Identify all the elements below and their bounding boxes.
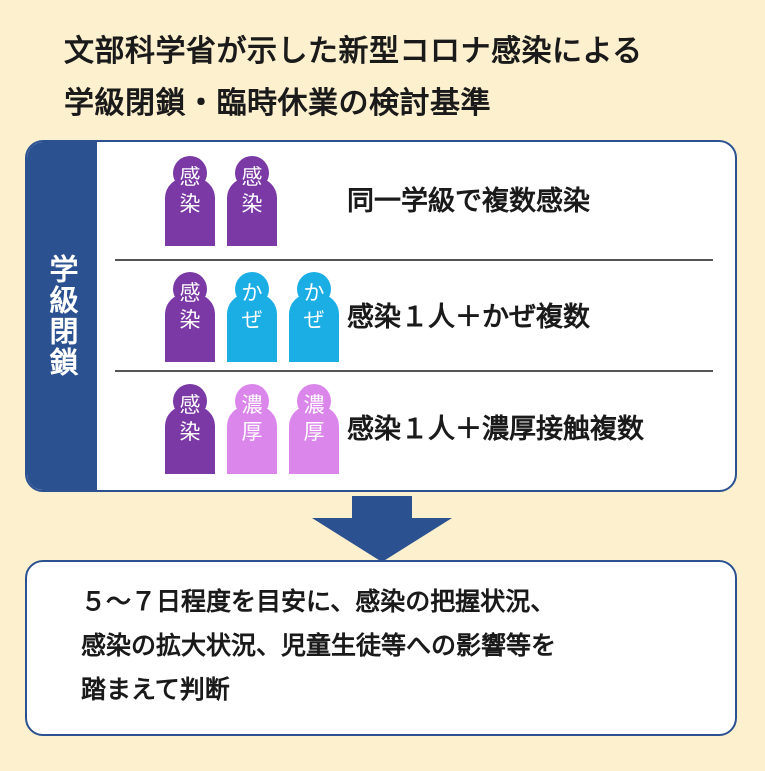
figure-label: か ぜ	[241, 281, 263, 332]
result-box: ５～７日程度を目安に、感染の把握状況、 感染の拡大状況、児童生徒等への影響等を …	[25, 560, 737, 736]
figure-label: 感 染	[179, 281, 201, 332]
person-icon-infected: 感 染	[227, 156, 277, 246]
result-line-2: 感染の拡大状況、児童生徒等への影響等を	[81, 631, 557, 660]
title-line-1: 文部科学省が示した新型コロナ感染による	[64, 34, 643, 69]
person-icon-close-contact: 濃 厚	[289, 384, 339, 474]
person-icon-infected: 感 染	[165, 384, 215, 474]
title: 文部科学省が示した新型コロナ感染による 学級閉鎖・臨時休業の検討基準	[64, 26, 724, 130]
row-divider	[115, 259, 713, 261]
person-icon-cold: か ぜ	[289, 272, 339, 362]
result-line-3: 踏まえて判断	[81, 675, 230, 704]
side-band: 学級閉鎖	[27, 142, 97, 490]
criteria-row-3: 感 染 濃 厚 濃 厚 感染１人＋濃厚接触複数	[97, 372, 715, 480]
person-icon-infected: 感 染	[165, 156, 215, 246]
down-arrow-icon	[312, 496, 452, 562]
figure-label: 感 染	[241, 165, 263, 216]
person-icon-close-contact: 濃 厚	[227, 384, 277, 474]
figure-label: 濃 厚	[241, 393, 263, 444]
criteria-text-2: 感染１人＋かぜ複数	[347, 301, 590, 333]
criteria-panel: 学級閉鎖 感 染 感 染 同一学級で複数感染 感 染 か ぜ か ぜ 感染１人＋…	[25, 140, 737, 492]
result-line-1: ５～７日程度を目安に、感染の把握状況、	[81, 587, 556, 616]
criteria-row-1: 感 染 感 染 同一学級で複数感染	[97, 144, 715, 252]
figure-label: 感 染	[179, 165, 201, 216]
person-icon-cold: か ぜ	[227, 272, 277, 362]
person-icon-infected: 感 染	[165, 272, 215, 362]
criteria-text-3: 感染１人＋濃厚接触複数	[347, 413, 644, 445]
class-closure-label: 学級閉鎖	[45, 254, 79, 378]
criteria-row-2: 感 染 か ぜ か ぜ 感染１人＋かぜ複数	[97, 260, 715, 368]
figure-label: 濃 厚	[303, 393, 325, 444]
row-divider	[115, 370, 713, 372]
figure-label: か ぜ	[303, 281, 325, 332]
title-line-2: 学級閉鎖・臨時休業の検討基準	[64, 86, 491, 121]
criteria-text-1: 同一学級で複数感染	[347, 185, 590, 217]
figure-label: 感 染	[179, 393, 201, 444]
